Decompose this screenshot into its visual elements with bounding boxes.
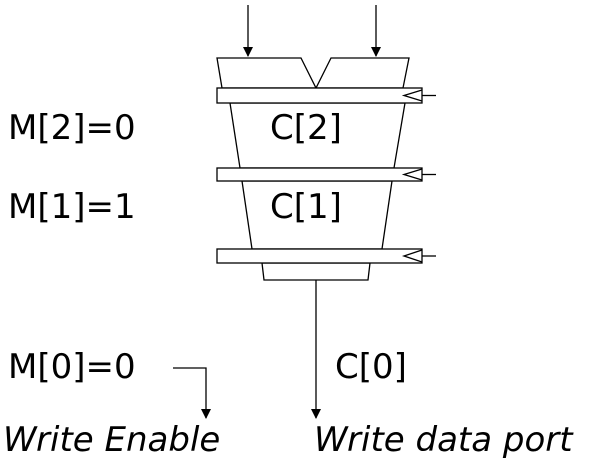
mask-bit-2-label: M[2]=0 — [8, 108, 136, 148]
clock-triangle-c0 — [401, 249, 423, 263]
register-c0 — [216, 248, 423, 264]
adder-top-block — [216, 57, 410, 90]
write-enable-label: Write Enable — [3, 420, 220, 460]
clock-triangle-c2 — [401, 89, 423, 102]
register-c2 — [216, 87, 423, 104]
mask-bit-1-label: M[1]=1 — [8, 187, 136, 227]
stage-c0-body — [261, 262, 371, 281]
stage-c1-label: C[1] — [270, 187, 342, 227]
register-c1 — [216, 167, 423, 182]
stage-c0-label: C[0] — [335, 347, 407, 387]
mask-bit-0-label: M[0]=0 — [8, 347, 136, 387]
write-enable-arrow — [173, 367, 211, 419]
stage-c2-label: C[2] — [270, 108, 342, 148]
clock-triangle-c1 — [401, 168, 423, 181]
write-data-port-label: Write data port — [314, 420, 574, 460]
